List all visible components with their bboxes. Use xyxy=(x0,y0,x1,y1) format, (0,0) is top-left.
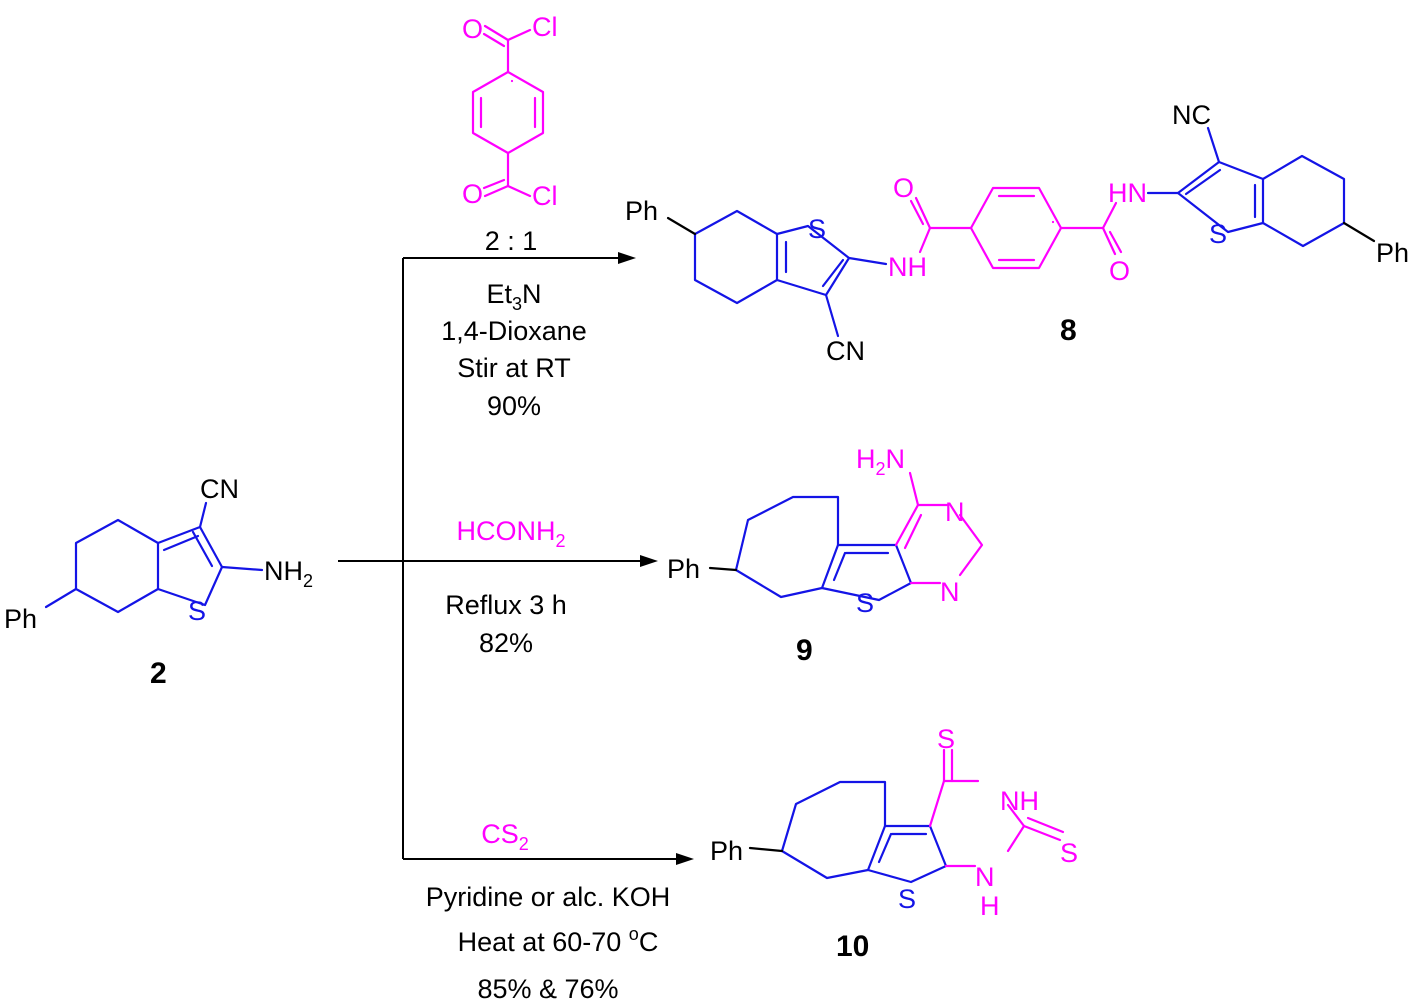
n-label-10b: N xyxy=(975,862,995,892)
n-label-9a: N xyxy=(945,497,965,527)
compound-number-9: 9 xyxy=(796,634,813,667)
cn-label-8a: CN xyxy=(826,336,865,366)
conditions-9: HCONH2 Reflux 3 h 82% xyxy=(445,516,567,658)
s-label-10a: S xyxy=(937,724,955,754)
o-label-top: O xyxy=(462,14,483,44)
ph-label-2: Ph xyxy=(4,604,37,634)
n-label-9b: N xyxy=(940,577,960,607)
reagent-formamide: HCONH2 xyxy=(456,516,565,551)
h-label-10b: H xyxy=(980,891,1000,921)
base-et3n: Et3N xyxy=(486,279,541,314)
ph-label-9: Ph xyxy=(667,554,700,584)
nh-label-10a: NH xyxy=(1000,786,1039,816)
o-label-bottom: O xyxy=(462,179,483,209)
yield-8: 90% xyxy=(487,391,541,421)
compound-number-8: 8 xyxy=(1060,314,1077,347)
ph-label-10: Ph xyxy=(710,836,743,866)
ratio-label: 2 : 1 xyxy=(485,226,538,256)
o-label-8b: O xyxy=(1109,256,1130,286)
solvent-dioxane: 1,4-Dioxane xyxy=(441,316,587,346)
compound-10: S NH S N H S Ph 10 xyxy=(710,724,1078,963)
stir-condition: Stir at RT xyxy=(457,353,571,383)
h2n-label-9: H2N xyxy=(856,444,905,479)
yield-9: 82% xyxy=(479,628,533,658)
nc-label-8b: NC xyxy=(1172,100,1211,130)
s-label-10b: S xyxy=(1060,838,1078,868)
reflux-condition: Reflux 3 h xyxy=(445,590,567,620)
s-label-10c: S xyxy=(898,884,916,914)
conditions-10: CS2 Pyridine or alc. KOH Heat at 60-70 o… xyxy=(426,819,671,1004)
s-label-9: S xyxy=(856,588,874,618)
compound-8: Ph S CN NH O O HN NC S Ph 8 xyxy=(625,100,1409,366)
yield-10: 85% & 76% xyxy=(477,974,618,1004)
base-pyridine: Pyridine or alc. KOH xyxy=(426,882,671,912)
o-label-8a: O xyxy=(893,173,914,203)
hn-label-8b: HN xyxy=(1108,178,1147,208)
cl-label-bottom: Cl xyxy=(532,181,558,211)
ph-label-8b: Ph xyxy=(1376,238,1409,268)
terephthaloyl-chloride: O Cl O Cl xyxy=(462,12,558,211)
nh-label-8a: NH xyxy=(888,252,927,282)
nh2-label-2: NH2 xyxy=(264,556,313,591)
compound-9: H2N N N S Ph 9 xyxy=(667,444,984,667)
heat-condition: Heat at 60-70 oC xyxy=(458,924,659,957)
reagent-cs2: CS2 xyxy=(481,819,529,854)
compound-2: CN NH2 S Ph 2 xyxy=(4,474,313,690)
cl-label-top: Cl xyxy=(532,12,558,42)
s-label-8a: S xyxy=(808,214,826,244)
ph-label-8a: Ph xyxy=(625,196,658,226)
conditions-8: 2 : 1 Et3N 1,4-Dioxane Stir at RT 90% xyxy=(441,226,587,421)
cn-label-2: CN xyxy=(200,474,239,504)
s-label-8b: S xyxy=(1209,219,1227,249)
compound-number-10: 10 xyxy=(836,930,869,963)
s-label-2: S xyxy=(188,596,206,626)
reaction-arrows xyxy=(338,252,694,865)
compound-number-2: 2 xyxy=(150,657,167,690)
